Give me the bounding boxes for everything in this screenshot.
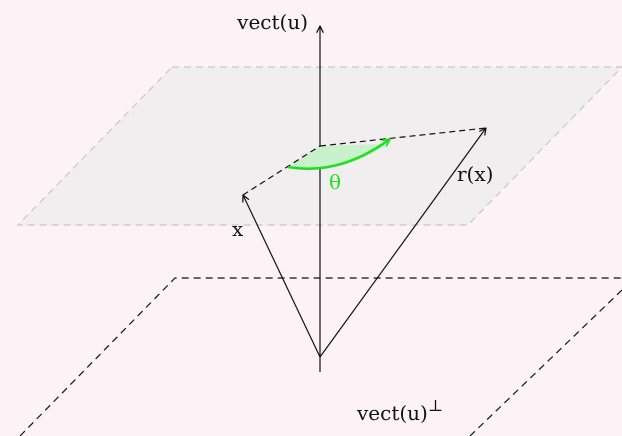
angle-sector (288, 144, 388, 169)
vector-x-label: x (232, 217, 244, 241)
orthogonal-plane-name: vect(u) (356, 401, 428, 425)
perpendicular-symbol: ⊥ (428, 396, 443, 415)
projection-rx-segment (319, 127, 487, 147)
orthogonal-plane-label: vect(u)⊥ (356, 396, 443, 425)
angle-arc (287, 137, 391, 171)
projection-x-segment (242, 145, 321, 196)
lower-plane-top-edge (19, 277, 622, 436)
axis-label: vect(u) (236, 10, 308, 34)
vector-rx (319, 127, 487, 358)
lower-plane-right-edge (469, 289, 622, 436)
vector-x (242, 194, 321, 358)
angle-label: θ (329, 170, 341, 194)
vector-rx-label: r(x) (457, 162, 493, 186)
